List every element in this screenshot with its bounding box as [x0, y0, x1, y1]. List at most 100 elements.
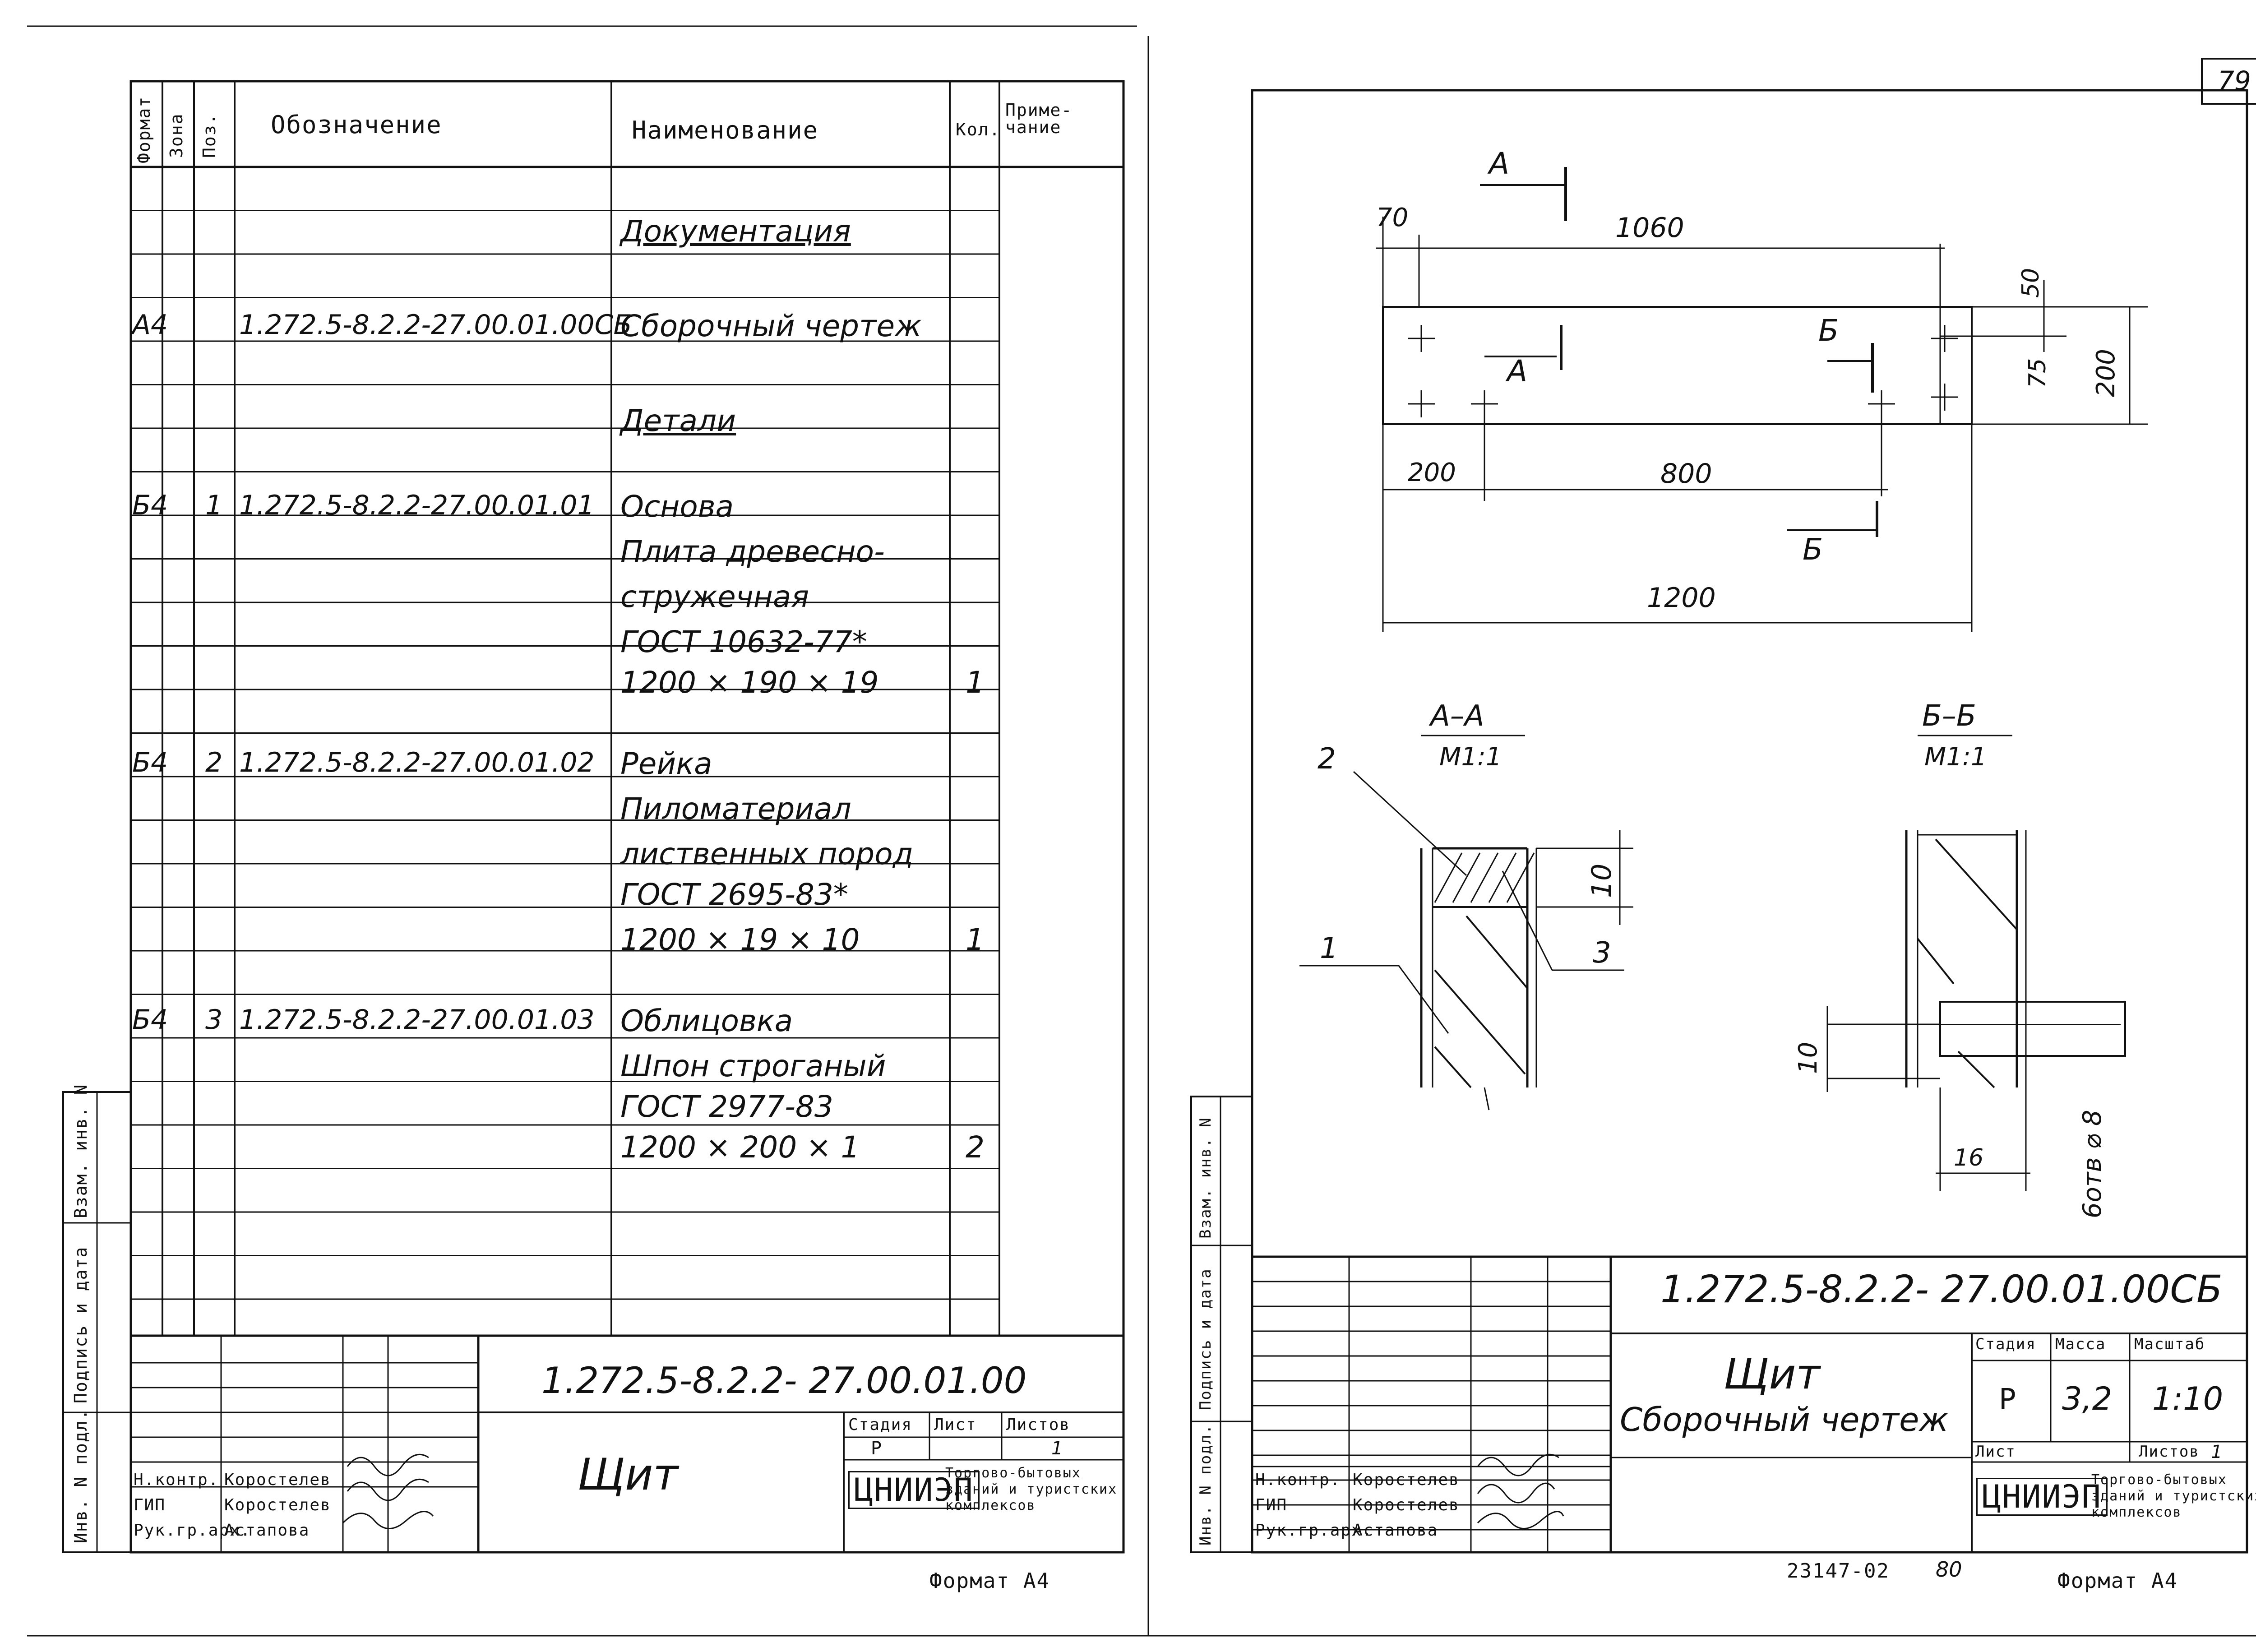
drawing-role: Рук.гр.арх. [1255, 1521, 1373, 1540]
spec-format-cell: Б4 [132, 747, 168, 778]
dim-label: 200 [2091, 349, 2121, 397]
drawing-tb-code: 1.272.5-8.2.2- 27.00.01.00СБ [1660, 1267, 2223, 1311]
spec-name-cell: Документация [620, 214, 851, 249]
spec-name-cell: ГОСТ 2977-83 [620, 1089, 833, 1124]
header-qty: Кол. [956, 120, 1001, 139]
drawing-org-text: зданий и туристских [2091, 1488, 2256, 1504]
leader [1353, 771, 1467, 876]
dim-label: 16 [1954, 1144, 1984, 1171]
signature-scribble [342, 1511, 434, 1529]
drawing-role: Н.контр. [1255, 1471, 1341, 1489]
header-zone: Зона [166, 113, 186, 158]
section-label: А [1489, 146, 1510, 181]
section-label: А [1507, 354, 1528, 389]
page-ref: 80 [1936, 1557, 1962, 1582]
spec-stage-label: Стадия [848, 1416, 913, 1434]
tb-mass-value: 3,2 [2062, 1380, 2113, 1417]
drawing-tb-subtitle: Сборочный чертеж [1620, 1401, 1949, 1439]
aa-hatch [1506, 852, 1535, 903]
spec-name-cell: Детали [620, 403, 736, 438]
section-label: Б [1803, 532, 1823, 567]
aa-hatch [1488, 852, 1517, 903]
page-number: 79 [2218, 65, 2251, 96]
aa-hatch [1470, 852, 1499, 903]
callout-2: 2 [1318, 742, 1336, 776]
tb-sheets-label: Листов [2139, 1443, 2200, 1461]
spec-person: Коростелев [224, 1496, 331, 1514]
spec-name-cell: лиственных пород [620, 837, 914, 871]
section-bb-title: Б–Б [1922, 699, 1976, 733]
side-label-sign: Подпись и дата [71, 1246, 91, 1403]
section-label: Б [1818, 313, 1839, 348]
spec-qty-cell: 1 [966, 665, 985, 700]
spec-tb-title: Щит [578, 1449, 679, 1500]
spec-name-cell: Пиломатериал [620, 791, 851, 826]
spec-name-cell: Рейка [620, 746, 712, 781]
spec-name-cell: Облицовка [620, 1004, 793, 1038]
spec-stage-value: Р [871, 1438, 883, 1459]
header-note: Приме- чание [1005, 100, 1073, 137]
dim-label: 800 [1660, 458, 1712, 490]
aa-hatch [1434, 969, 1526, 1075]
spec-name-cell: Шпон строганый [620, 1049, 886, 1083]
dim-label: 10 [1794, 1041, 1823, 1074]
drawing-format-note: Формат А4 [2057, 1569, 2178, 1593]
signature-scribble [1477, 1453, 1559, 1476]
section-aa-title: А–А [1430, 699, 1484, 733]
spec-designation-cell: 1.272.5-8.2.2-27.00.01.03 [239, 1004, 595, 1036]
signature-scribble [1477, 1482, 1555, 1504]
archive-number: 23147-02 [1787, 1559, 1890, 1583]
header-pos: Поз. [199, 113, 219, 158]
break-mark [1484, 1087, 1490, 1111]
leader [1502, 870, 1553, 971]
spec-name-cell: Сборочный чертеж [620, 309, 922, 343]
spec-format-note: Формат А4 [929, 1569, 1050, 1593]
drawing-role: ГИП [1255, 1496, 1288, 1514]
aa-hatch [1452, 852, 1481, 903]
spec-org-text: Торгово-бытовых [945, 1465, 1081, 1481]
spec-role: ГИП [134, 1496, 166, 1514]
spec-name-cell: 1200 × 190 × 19 [620, 665, 879, 700]
header-name: Наименование [632, 116, 819, 144]
page-number-box [2201, 58, 2256, 105]
callout-1: 1 [1320, 932, 1338, 965]
spec-role: Н.контр. [134, 1471, 219, 1489]
spec-designation-cell: 1.272.5-8.2.2-27.00.01.02 [239, 747, 595, 778]
section-aa-scale: М1:1 [1439, 742, 1502, 772]
side-label-sign: Подпись и дата [1197, 1268, 1215, 1410]
spec-designation-cell: 1.272.5-8.2.2-27.00.01.01 [239, 490, 595, 521]
tb-scale-label: Масштаб [2134, 1335, 2205, 1353]
spec-name-cell: ГОСТ 10632-77* [620, 625, 867, 659]
dim-label: 50 [2017, 268, 2044, 298]
spec-pos-cell: 3 [205, 1004, 223, 1036]
spec-name-cell: ГОСТ 2695-83* [620, 877, 848, 912]
spec-tb-code: 1.272.5-8.2.2- 27.00.01.00 [541, 1360, 1027, 1402]
spec-format-cell: Б4 [132, 490, 168, 521]
spec-format-cell: А4 [132, 309, 168, 341]
spec-name-cell: Основа [620, 489, 734, 524]
spec-org-text: комплексов [945, 1498, 1036, 1513]
bb-hole [1939, 1001, 2126, 1057]
bb-hatch [1917, 938, 1955, 985]
tb-stage-value: Р [1999, 1383, 2017, 1416]
dim-label: 200 [1408, 458, 1456, 487]
drawing-org-text: комплексов [2091, 1504, 2182, 1520]
side-label-inv: Инв. N подл. [71, 1408, 91, 1543]
tb-mass-label: Масса [2055, 1335, 2106, 1353]
spec-name-cell: стружечная [620, 579, 809, 614]
dim-label: 75 [2024, 358, 2051, 388]
tb-stage-label: Стадия [1975, 1335, 2036, 1353]
dim-label: 10 [1586, 863, 1618, 898]
signature-scribble [347, 1453, 429, 1476]
spec-qty-cell: 1 [966, 922, 985, 957]
signature-scribble [347, 1478, 429, 1501]
aa-hatch [1434, 852, 1463, 903]
spec-format-cell: Б4 [132, 1004, 168, 1036]
leader [1398, 965, 1449, 1034]
bb-hatch [1957, 1050, 1995, 1088]
tb-scale-value: 1:10 [2152, 1380, 2224, 1417]
aa-hatch [1434, 1046, 1472, 1088]
drawing-tb-title: Щит [1724, 1350, 1821, 1398]
